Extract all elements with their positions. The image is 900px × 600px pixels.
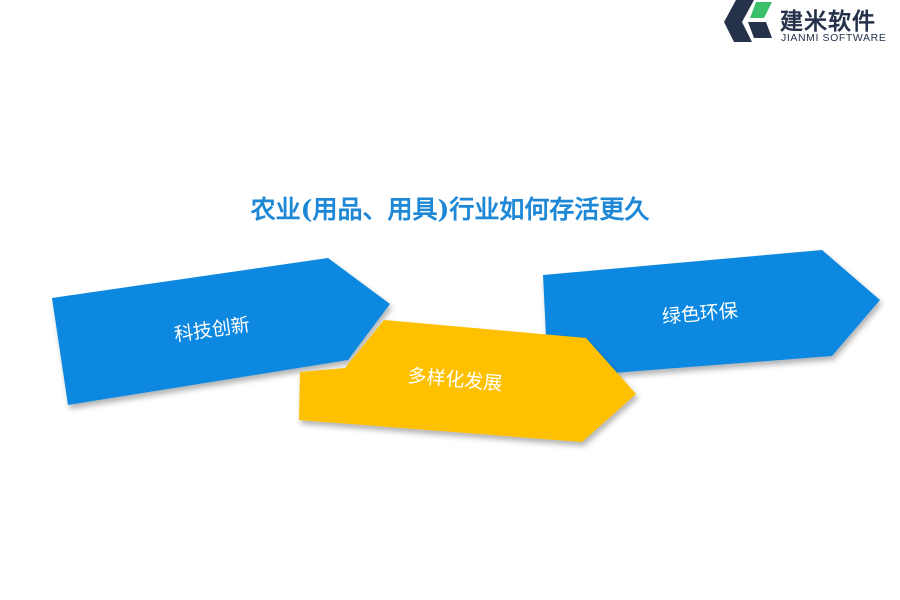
arrow-shape-right: [543, 250, 880, 378]
arrow-shape-middle: [299, 320, 636, 442]
logo-subtitle: JIANMI SOFTWARE: [781, 32, 887, 44]
logo-title: 建米软件: [780, 9, 876, 35]
brand-logo: 建米软件 JIANMI SOFTWARE: [724, 0, 900, 46]
arrow-tech-innovation: 科技创新: [52, 258, 390, 405]
arrow-shape-left: [52, 258, 390, 405]
logo-mark-icon: [724, 0, 772, 42]
page-title: 农业(用品、用具)行业如何存活更久: [250, 195, 650, 224]
arrow-green-eco: 绿色环保: [543, 250, 880, 378]
arrow-diversification: 多样化发展: [299, 320, 636, 442]
